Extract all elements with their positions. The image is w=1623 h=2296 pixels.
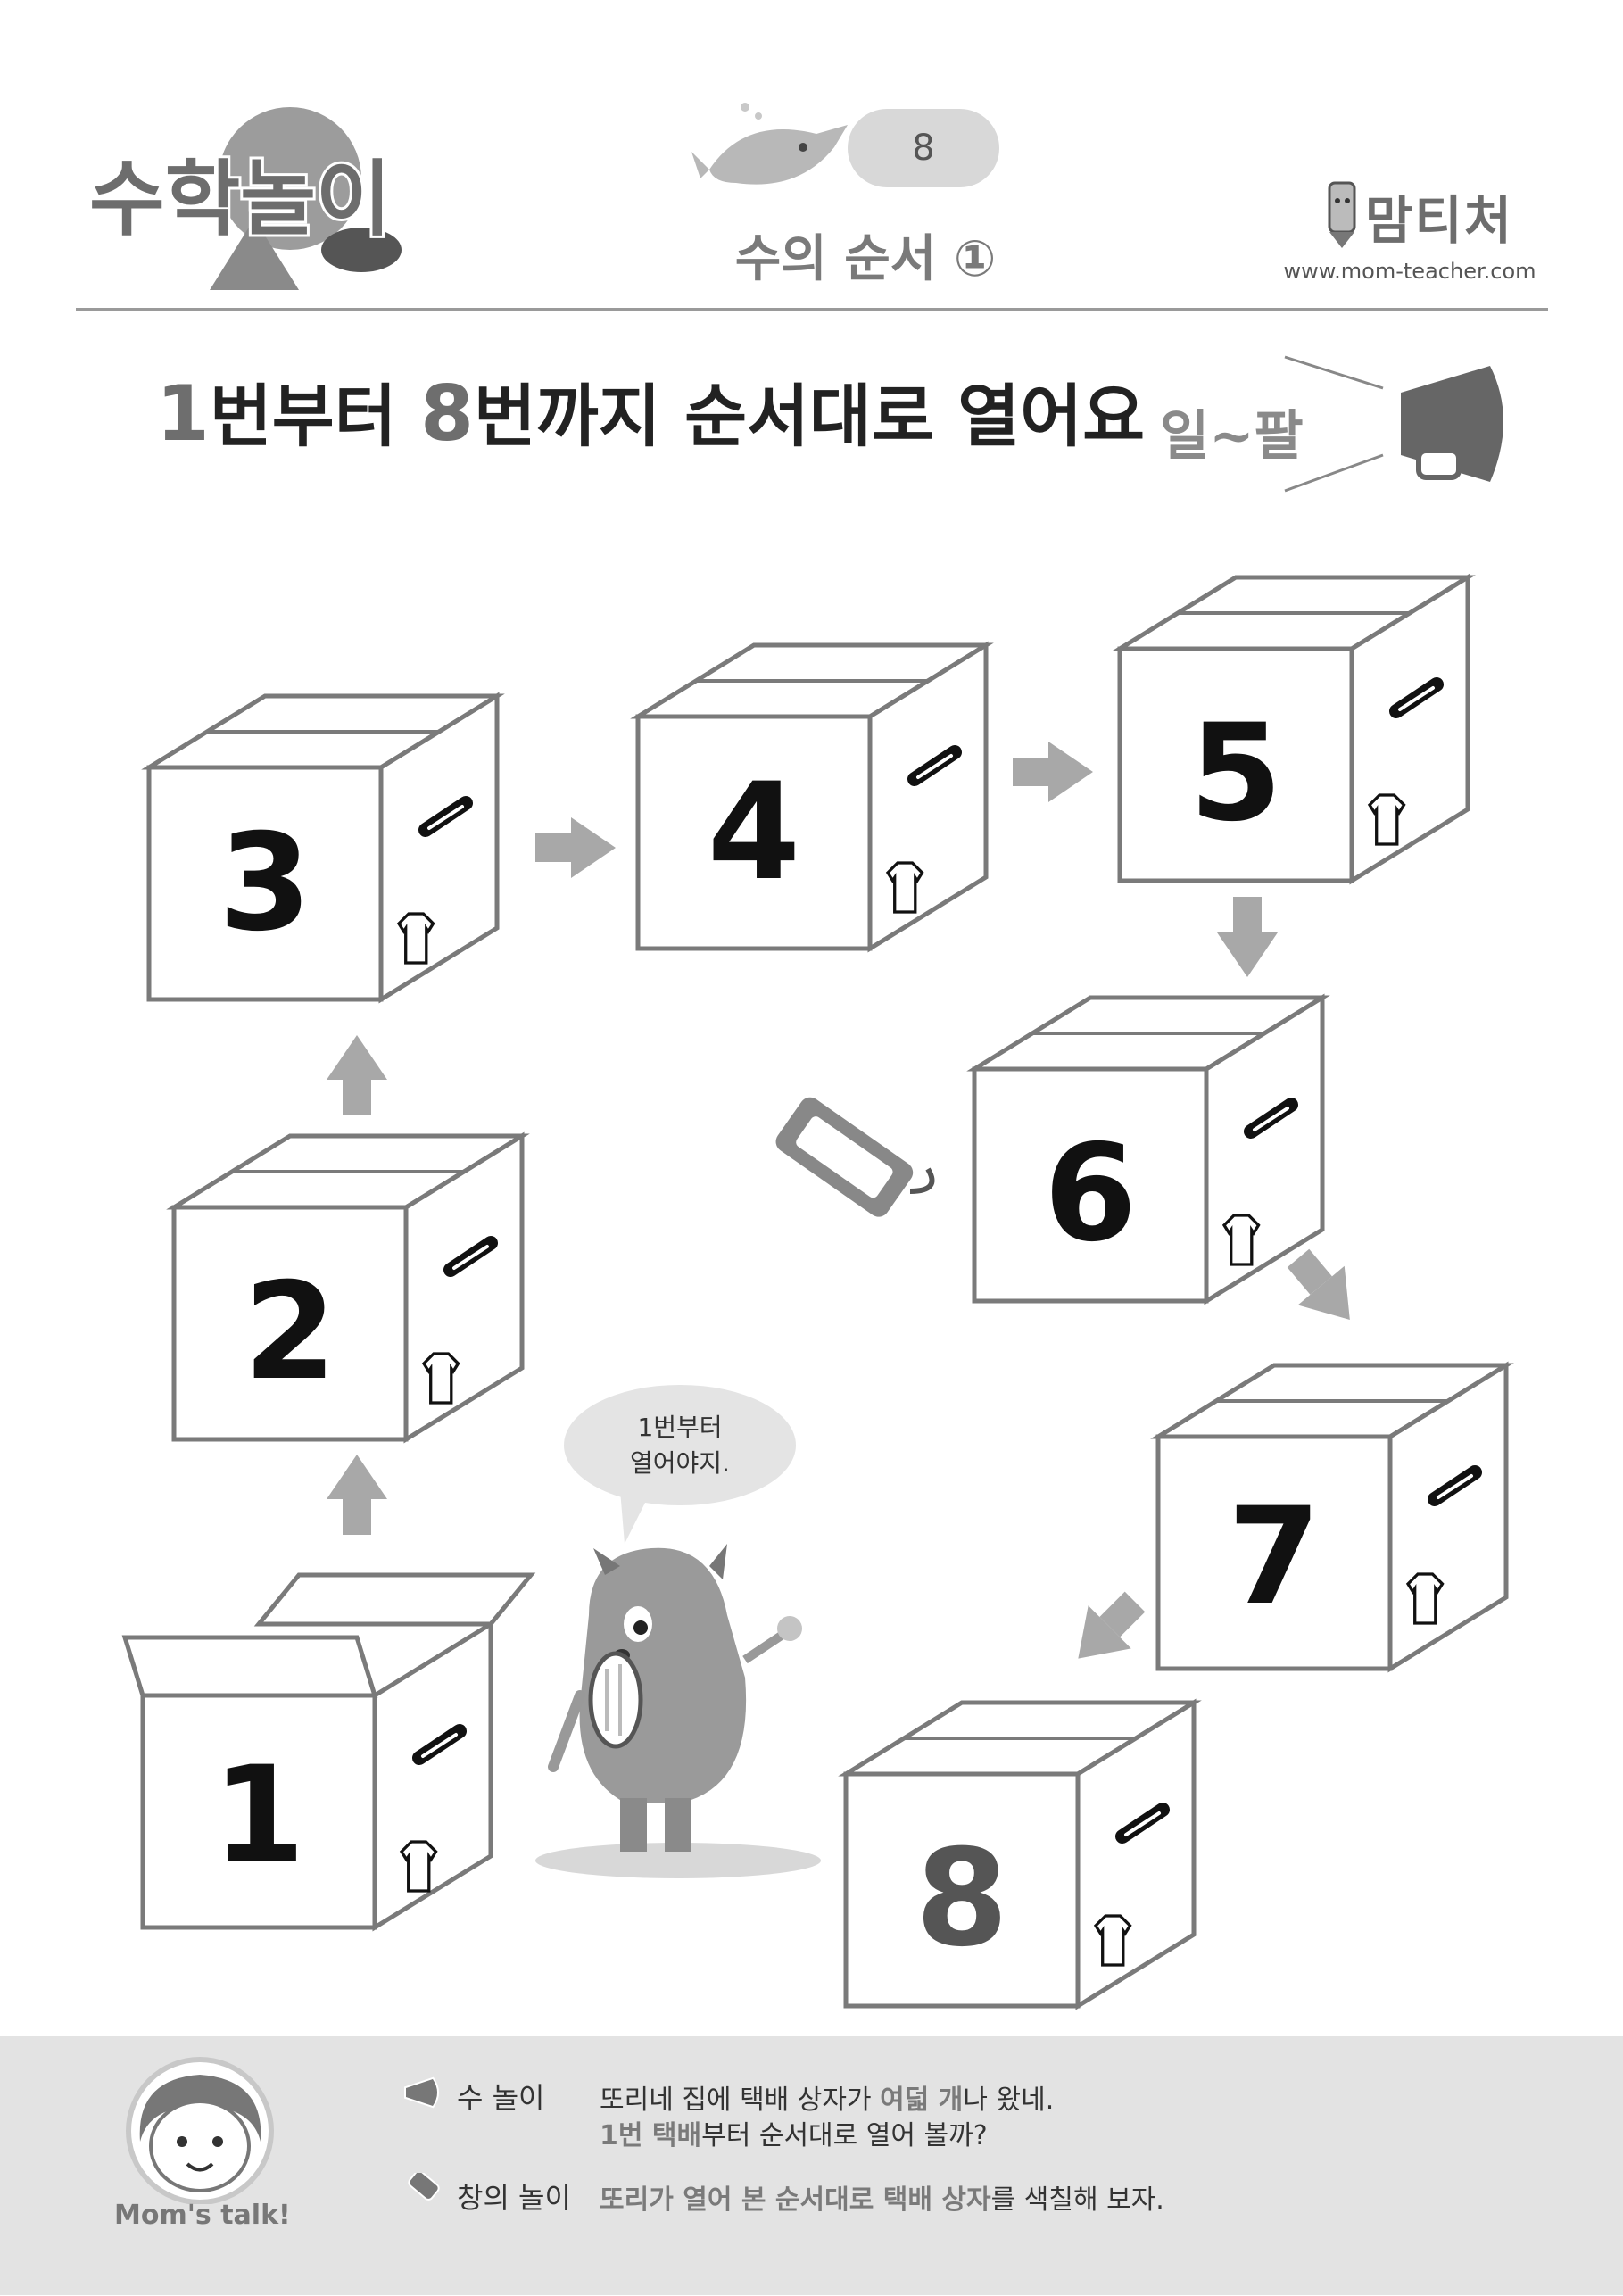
logo-text: 수학놀이 [89,152,392,247]
speech-bubble: 1번부터 열어야지. [564,1385,796,1505]
creative-play-category: 창의 놀이 [457,2181,571,2215]
creative-play-line: 또리가 열어 본 순서대로 택배 상자를 색칠해 보자. [600,2177,1164,2217]
math-play-logo: 수학놀이 [85,94,424,299]
number-play-highlight-b: 1번 택배 [600,2120,702,2151]
box-2[interactable]: 2 [174,1136,522,1439]
instruction-start-number: 1 [156,369,210,459]
number-play-line-1: 또리네 집에 택배 상자가 여덟 개나 왔네. [600,2077,1054,2117]
box-7-number: 7 [1228,1480,1321,1635]
mom-avatar [118,2052,283,2205]
box-5[interactable]: 5 [1120,577,1468,881]
arrow-6-to-7 [1274,1239,1373,1339]
brand-url: www.mom-teacher.com [1283,259,1536,284]
box-1[interactable]: 1 [121,1572,536,1932]
worksheet-title: 수의 순서 ① [734,230,997,288]
box-8-number: 8 [915,1821,1008,1977]
instruction-end-number: 8 [420,369,474,459]
number-play-highlight-a: 여덟 개 [880,2085,964,2116]
speech-bubble-tail [616,1490,651,1544]
box-8[interactable]: 8 [846,1703,1194,2006]
arrow-2-to-3 [327,1035,387,1115]
box-7[interactable]: 7 [1158,1365,1506,1669]
box-2-number: 2 [244,1255,336,1410]
speech-line-1: 1번부터 [637,1412,723,1442]
arrow-4-to-5 [1013,742,1093,802]
whale-icon [691,98,861,196]
number-play-category: 수 놀이 [457,2081,545,2115]
box-4-number: 4 [708,755,800,910]
number-play-text-a: 또리네 집에 택배 상자가 [600,2085,881,2116]
crayon-icon[interactable] [771,1092,935,1222]
monster-character [535,1544,821,1878]
number-play-line-2: 1번 택배부터 순서대로 열어 볼까? [600,2113,988,2152]
number-play-text-b: 나 왔네. [963,2085,1055,2116]
box-4[interactable]: 4 [638,645,986,949]
box-3-number: 3 [219,806,311,961]
page-number-badge: 8 [848,109,999,187]
megaphone-icon[interactable] [1276,348,1535,500]
box-6[interactable]: 6 [974,998,1322,1301]
arrow-3-to-4 [535,817,616,878]
arrow-1-to-2 [327,1455,387,1535]
header-divider [76,308,1548,311]
instruction-text-2: 번까지 순서대로 열어요 [473,377,1146,456]
megaphone-small-icon [402,2075,446,2110]
crayon-small-icon [402,2170,446,2213]
arrow-5-to-6 [1217,897,1278,977]
creative-play-highlight: 또리가 열어 본 순서대로 택배 상자 [600,2184,991,2216]
moms-talk-label: Mom's talk! [114,2200,291,2231]
moms-talk-footer [0,2036,1623,2295]
instruction-heading: 1번부터 8번까지 순서대로 열어요 [156,361,1145,460]
box-1-number: 1 [212,1738,305,1894]
creative-play-text: 를 색칠해 보자. [990,2184,1164,2216]
instruction-text-1: 번부터 [209,377,421,456]
speech-line-2: 열어야지. [630,1447,730,1478]
box-6-number: 6 [1044,1116,1137,1272]
brand-name: 맘티처 [1365,190,1514,251]
box-3[interactable]: 3 [149,696,497,999]
number-play-text-c: 부터 순서대로 열어 볼까? [701,2120,988,2151]
pencil-mascot-icon [1321,178,1365,250]
box-5-number: 5 [1189,696,1282,851]
reading-label: 일~팔 [1160,405,1304,468]
arrow-7-to-8 [1056,1579,1157,1680]
